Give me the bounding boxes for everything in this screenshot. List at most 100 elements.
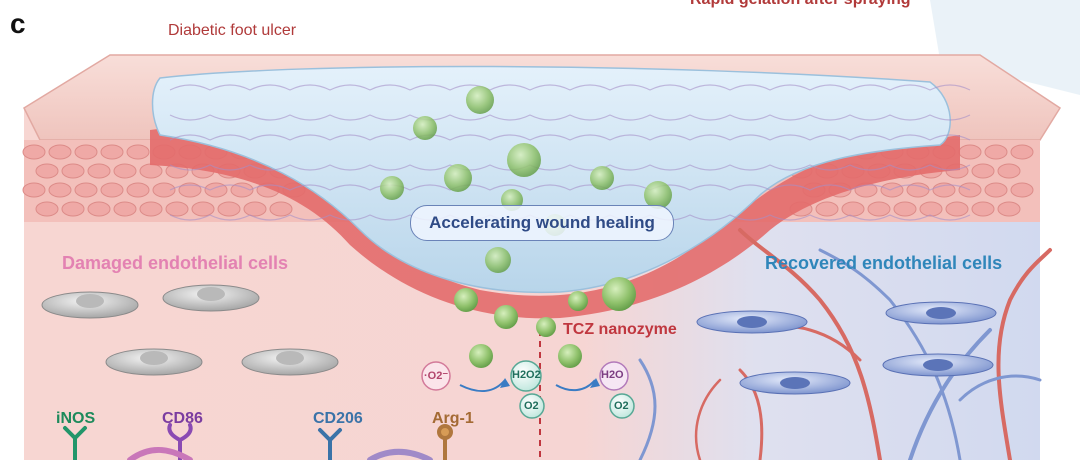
nanozyme-particle — [602, 277, 636, 311]
fat-cell — [997, 163, 1021, 179]
fat-cell — [35, 201, 59, 217]
fat-cell — [126, 182, 150, 198]
fat-cell — [1010, 182, 1034, 198]
fat-cell — [971, 201, 995, 217]
reaction-arrow-2 — [555, 379, 596, 392]
fat-cell — [815, 201, 839, 217]
cell-nucleus — [276, 351, 304, 365]
fat-cell — [984, 144, 1008, 160]
o2-bubble-a — [519, 393, 545, 419]
fat-cell — [74, 144, 98, 160]
fat-cell — [841, 201, 865, 217]
fat-cell — [997, 201, 1021, 217]
nanozyme-particle — [380, 176, 404, 200]
fat-cell — [61, 163, 85, 179]
nanozyme-particle — [568, 291, 588, 311]
spray-plume — [930, 0, 1080, 95]
marker-receptors — [63, 423, 453, 460]
o2-text-b: O2 — [614, 400, 629, 412]
cell-nucleus — [780, 377, 810, 389]
wound-label: Diabetic foot ulcer — [168, 22, 297, 39]
cell-nucleus — [140, 351, 168, 365]
recovered-cells — [696, 301, 997, 395]
fat-cell — [87, 163, 111, 179]
fat-cell — [113, 163, 137, 179]
fat-cell — [958, 144, 982, 160]
nanozyme-particle — [644, 181, 672, 209]
fat-cell — [74, 182, 98, 198]
fat-cell — [100, 144, 124, 160]
reaction-arrow-1 — [459, 379, 506, 392]
nanozyme-particle — [469, 344, 493, 368]
fat-cell — [22, 144, 46, 160]
fat-cell — [880, 182, 904, 198]
fat-cell — [87, 201, 111, 217]
superoxide-text: ·O2⁻ — [424, 370, 449, 382]
gel-strand — [169, 164, 971, 171]
panel-letter: c — [10, 8, 26, 39]
fat-cell — [152, 182, 176, 198]
fat-cell — [971, 163, 995, 179]
fat-cell — [867, 201, 891, 217]
h2o2-text: H2O2 — [512, 369, 541, 381]
superoxide-bubble — [421, 361, 451, 391]
h2o-text: H2O — [601, 369, 624, 381]
gel-strand — [169, 114, 971, 121]
cell-nucleus — [197, 287, 225, 301]
h2o-bubble — [599, 361, 629, 391]
fat-cell — [48, 144, 72, 160]
fat-cell — [191, 201, 215, 217]
spray-title: Rapid gelation after spraying — [690, 0, 910, 9]
nanozyme-particle — [494, 305, 518, 329]
fat-cell — [984, 182, 1008, 198]
marker-inos: iNOS — [56, 410, 96, 427]
nanozyme-particle — [413, 116, 437, 140]
fat-cell — [61, 201, 85, 217]
nanozyme-particle — [485, 247, 511, 273]
gel-strand — [169, 134, 971, 141]
fat-cell — [139, 163, 163, 179]
cell-nucleus — [923, 359, 953, 371]
nanozyme-particle — [536, 317, 556, 337]
hydrogel — [151, 65, 951, 294]
nanozyme-label: TCZ nanozyme — [563, 321, 677, 338]
gel-strand — [169, 84, 971, 91]
fat-cell — [945, 201, 969, 217]
marker-cd206: CD206 — [313, 410, 363, 427]
fat-cell — [1010, 144, 1034, 160]
reaction-arrowhead-1 — [500, 378, 510, 388]
cell-nucleus — [76, 294, 104, 308]
cell-nucleus — [926, 307, 956, 319]
fat-cell — [113, 201, 137, 217]
h2o2-bubble — [510, 360, 542, 392]
fat-cell — [35, 163, 59, 179]
o2-bubble-b — [609, 393, 635, 419]
process-label: Accelerating wound healing — [429, 213, 655, 232]
recovered-cells-label: Recovered endothelial cells — [765, 253, 1003, 273]
fat-cell — [126, 144, 150, 160]
gel-strand — [169, 184, 971, 191]
nanozyme-particle — [454, 288, 478, 312]
reaction-arrowhead-2 — [590, 378, 600, 388]
marker-arg1: Arg-1 — [432, 410, 474, 427]
marker-cd86: CD86 — [162, 410, 203, 427]
fat-cell — [48, 182, 72, 198]
process-pill: Accelerating wound healing — [410, 205, 674, 241]
fat-cell — [893, 201, 917, 217]
o2-text-a: O2 — [524, 400, 539, 412]
nanozyme-particle — [590, 166, 614, 190]
fat-cell — [165, 201, 189, 217]
fat-cell — [178, 182, 202, 198]
damaged-cells-label: Damaged endothelial cells — [62, 253, 289, 273]
fat-cell — [243, 201, 267, 217]
free-nanozymes — [454, 277, 636, 368]
fat-cell — [22, 182, 46, 198]
nanozyme-particle — [466, 86, 494, 114]
fat-cell — [230, 182, 254, 198]
fat-cell — [919, 201, 943, 217]
cell-nucleus — [737, 316, 767, 328]
fat-cell — [217, 201, 241, 217]
nanozyme-particle — [444, 164, 472, 192]
